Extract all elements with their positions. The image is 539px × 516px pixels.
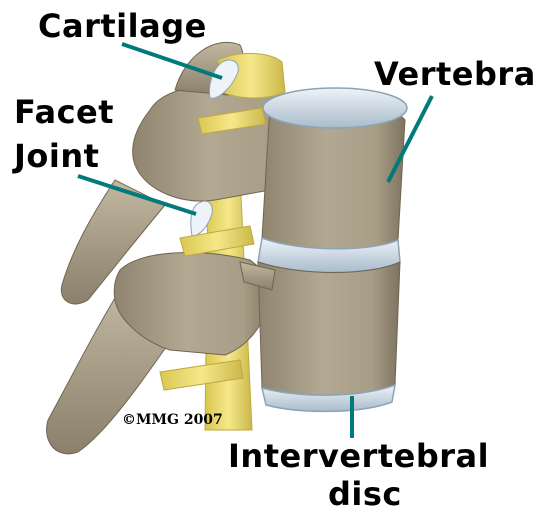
cartilage-label: Cartilage <box>38 10 207 42</box>
intervertebral-disc-label-line2: disc <box>328 478 402 510</box>
intervertebral-disc-label-line1: Intervertebral <box>228 440 489 472</box>
upper-endplate <box>263 88 407 128</box>
lower-vertebral-body <box>258 262 400 395</box>
vertebra-label: Vertebra <box>374 58 536 90</box>
copyright-notice: ©MMG 2007 <box>122 412 223 428</box>
facet-joint-label-line1: Facet <box>14 96 114 128</box>
facet-joint-label-line2: Joint <box>14 140 99 172</box>
